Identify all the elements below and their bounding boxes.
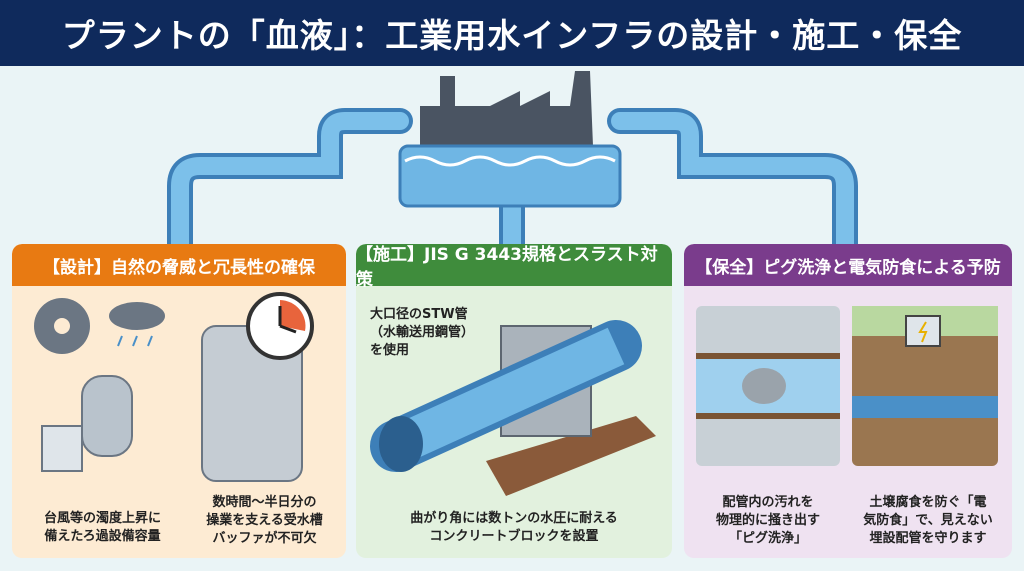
tank-buffer-caption: 数時間〜半日分の 操業を支える受水槽 バッファが不可欠: [206, 495, 323, 546]
design-panel-header: 【設計】自然の脅威と冗長性の確保: [12, 244, 346, 286]
typhoon-icon: [34, 298, 90, 354]
maintenance-panel-header: 【保全】ピグ洗浄と電気防食による予防: [684, 244, 1012, 286]
clock-icon: [246, 292, 314, 360]
factory-icon: [398, 71, 622, 208]
maintenance-panel: 【保全】ピグ洗浄と電気防食による予防 配管内の汚れを 物理的に掻き出す 「ピグ洗…: [684, 244, 1012, 558]
maintenance-illustration: [696, 306, 998, 466]
thrust-block-caption: 曲がり角には数トンの水圧に耐える コンクリートブロックを設置: [410, 511, 618, 544]
page-title: プラントの「血液」：工業用水インフラの設計・施工・保全: [0, 0, 1024, 66]
cathodic-protection-caption: 土壌腐食を防ぐ「電 気防食」で、見えない 埋設配管を守ります: [863, 495, 993, 546]
pig-cleaning-icon: [696, 306, 840, 466]
construction-panel: 【施工】JIS G 3443規格とスラスト対策 大口径のSTW管 （水輸送用鋼管…: [356, 244, 672, 558]
steel-pipe-icon: [370, 320, 642, 472]
rain-cloud-icon: [109, 302, 165, 347]
factory-pipe-illustration: [167, 71, 858, 256]
design-illustration: [34, 292, 314, 482]
cathodic-protection-icon: [852, 306, 998, 466]
filter-tank-icon: [41, 375, 133, 472]
pig-cleaning-caption: 配管内の汚れを 物理的に掻き出す 「ピグ洗浄」: [715, 495, 820, 546]
design-panel: 【設計】自然の脅威と冗長性の確保 台風等の濁度上昇に 備えたろ過設備容量 数時間…: [12, 244, 346, 558]
construction-illustration: [370, 320, 656, 496]
construction-panel-header: 【施工】JIS G 3443規格とスラスト対策: [356, 244, 672, 290]
stw-pipe-caption: 大口径のSTW管 （水輸送用鋼管） を使用: [370, 307, 475, 358]
filter-capacity-caption: 台風等の濁度上昇に 備えたろ過設備容量: [43, 511, 161, 544]
